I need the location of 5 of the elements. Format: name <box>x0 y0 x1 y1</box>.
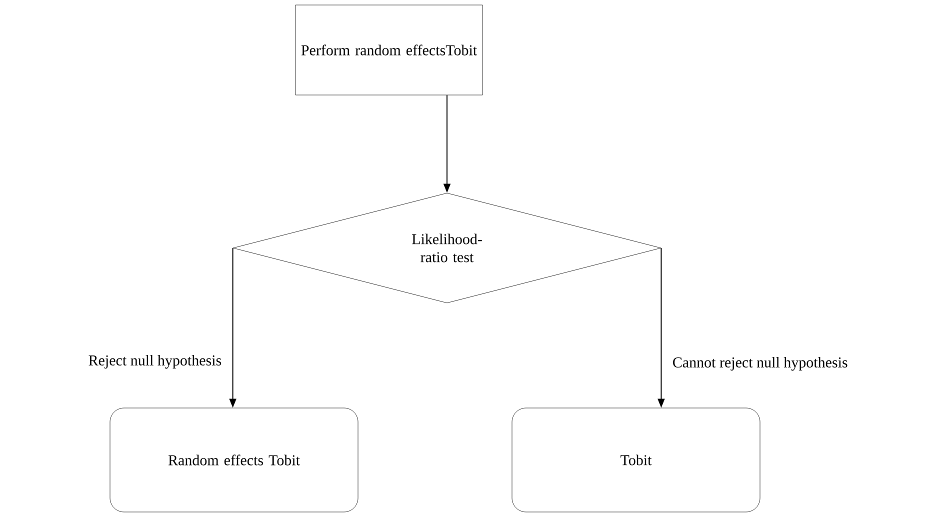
terminal-box: Random effects Tobit <box>110 408 358 512</box>
process-box: Perform random effectsTobit <box>295 4 483 96</box>
edge-label: Cannot reject null hypothesis <box>671 356 849 372</box>
terminal-box: Tobit <box>512 408 760 512</box>
edge-label: Reject null hypothesis <box>87 354 223 370</box>
